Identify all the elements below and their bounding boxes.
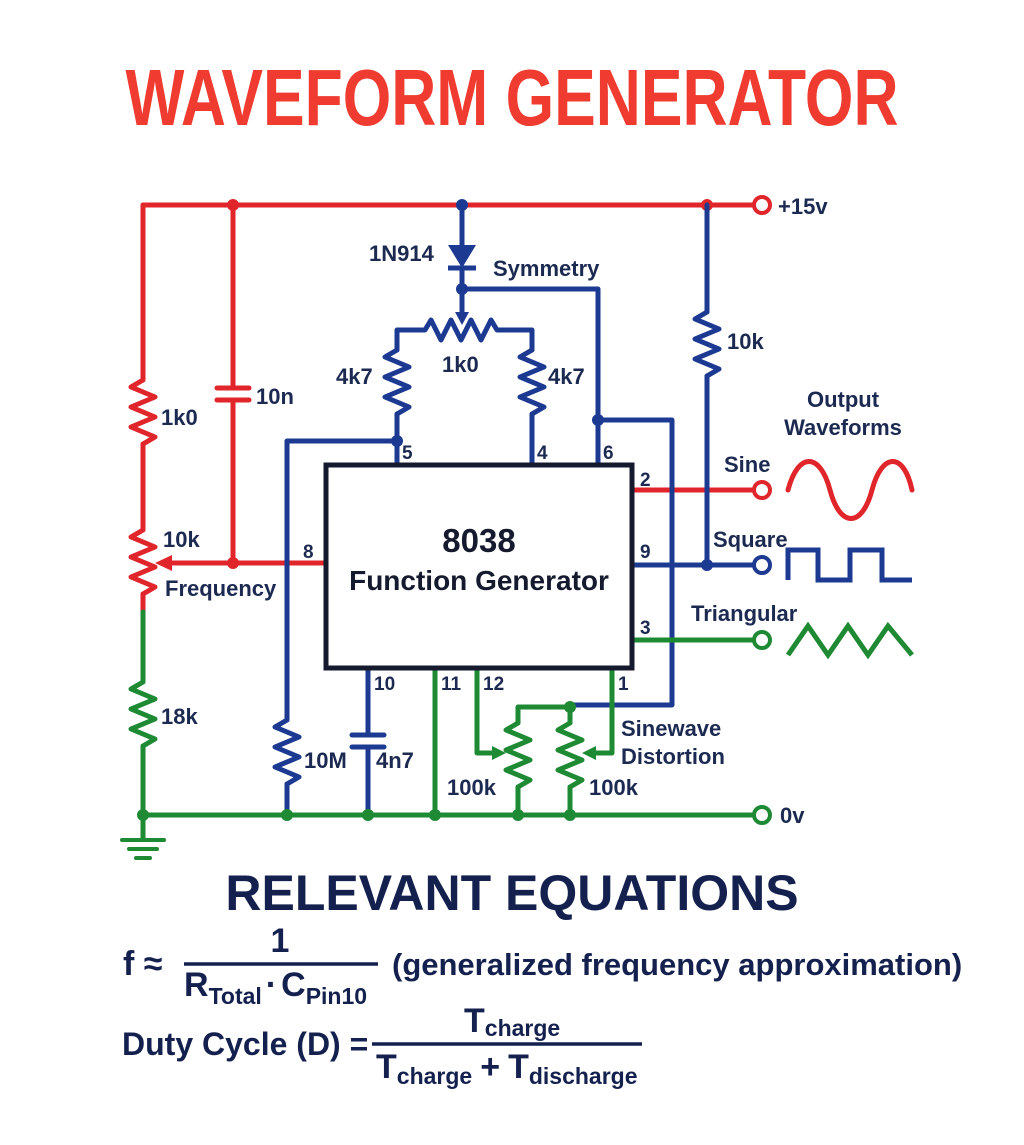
label-sinewave: Sinewave bbox=[621, 716, 721, 741]
label-r1k0-left: 1k0 bbox=[161, 405, 198, 430]
chip-name: 8038 bbox=[442, 522, 515, 559]
label-distortion: Distortion bbox=[621, 744, 725, 769]
pin-12-label: 12 bbox=[483, 674, 504, 695]
output-sine-label: Sine bbox=[724, 452, 770, 477]
duty-cycle-equation: Duty Cycle (D) = Tcharge Tcharge+Tdischa… bbox=[122, 1002, 642, 1089]
label-pot-10k: 10k bbox=[163, 527, 200, 552]
green-wires bbox=[128, 609, 758, 841]
red-terminals bbox=[752, 195, 772, 500]
label-r4k7-left: 4k7 bbox=[336, 364, 373, 389]
pin-8-label: 8 bbox=[303, 542, 314, 563]
label-r10M: 10M bbox=[304, 748, 347, 773]
pot-100k-right-wiper-arrow bbox=[582, 746, 596, 760]
chip-subtitle: Function Generator bbox=[349, 565, 609, 596]
pin-4-label: 4 bbox=[537, 443, 548, 464]
label-r18k: 18k bbox=[161, 704, 198, 729]
output-triangular-label: Triangular bbox=[691, 601, 798, 626]
equations-heading: RELEVANT EQUATIONS bbox=[225, 865, 798, 921]
label-frequency: Frequency bbox=[165, 576, 277, 601]
green-terminals bbox=[752, 630, 772, 825]
pin-9-label: 9 bbox=[640, 542, 651, 563]
pin-11-label: 11 bbox=[441, 674, 462, 695]
label-diode: 1N914 bbox=[369, 241, 435, 266]
pin-10-label: 10 bbox=[374, 674, 395, 695]
label-pot-1k0: 1k0 bbox=[442, 352, 479, 377]
pin-1-label: 1 bbox=[618, 674, 629, 695]
d-lhs: Duty Cycle (D) = bbox=[122, 1026, 368, 1062]
output-heading-line1: Output bbox=[807, 387, 880, 412]
sine-wave-icon bbox=[785, 459, 915, 521]
label-rail-positive: +15v bbox=[778, 194, 828, 219]
f-note: (generalized frequency approximation) bbox=[392, 947, 962, 982]
pot-100k-left-wiper-arrow bbox=[492, 746, 506, 760]
pot-1k0-wiper-arrow bbox=[455, 312, 469, 325]
d-denominator: Tcharge+Tdischarge bbox=[376, 1048, 638, 1089]
label-rail-ground: 0v bbox=[780, 803, 805, 828]
label-r10k-right: 10k bbox=[727, 329, 764, 354]
triangle-wave-icon bbox=[785, 621, 914, 660]
pin-5-label: 5 bbox=[402, 443, 413, 464]
label-pot-100k-right: 100k bbox=[589, 775, 639, 800]
label-r4k7-right: 4k7 bbox=[548, 364, 585, 389]
f-numerator: 1 bbox=[271, 922, 290, 960]
label-c4n7: 4n7 bbox=[376, 748, 414, 773]
label-c10n: 10n bbox=[256, 384, 294, 409]
label-pot-100k-left: 100k bbox=[447, 775, 497, 800]
diode-1n914 bbox=[448, 245, 476, 268]
red-wires bbox=[128, 202, 758, 615]
pot-10k-wiper-arrow bbox=[155, 555, 172, 571]
page-title: WAVEFORM GENERATOR bbox=[125, 53, 899, 142]
pin-6-label: 6 bbox=[603, 443, 614, 464]
label-symmetry: Symmetry bbox=[493, 256, 600, 281]
square-terminal bbox=[752, 555, 772, 575]
ground-symbol bbox=[120, 838, 166, 860]
frequency-equation: f ≈ 1 RTotal·CPin10 (generalized frequen… bbox=[123, 922, 962, 1009]
pin-2-label: 2 bbox=[640, 470, 651, 491]
pin-3-label: 3 bbox=[640, 618, 651, 639]
output-square-label: Square bbox=[713, 527, 788, 552]
green-junctions bbox=[137, 701, 576, 821]
square-wave-icon bbox=[785, 547, 912, 583]
output-heading-line2: Waveforms bbox=[784, 415, 902, 440]
ic-8038 bbox=[323, 462, 635, 671]
d-numerator: Tcharge bbox=[464, 1002, 560, 1041]
blue-junctions bbox=[391, 199, 713, 571]
f-denominator: RTotal·CPin10 bbox=[184, 966, 367, 1009]
f-lhs: f ≈ bbox=[123, 945, 162, 983]
